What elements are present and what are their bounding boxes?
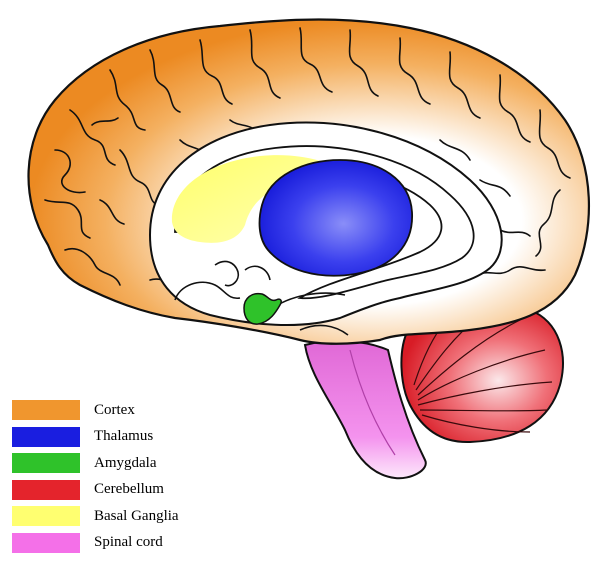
legend-swatch-amygdala (12, 453, 80, 473)
thalamus-shape (260, 160, 413, 276)
legend-item-amygdala: Amygdala (12, 450, 212, 477)
thalamus (260, 160, 413, 276)
legend-label: Amygdala (94, 455, 156, 472)
legend-label: Cerebellum (94, 481, 164, 498)
legend-item-cortex: Cortex (12, 397, 212, 424)
legend-swatch-cortex (12, 400, 80, 420)
legend-swatch-spinal-cord (12, 533, 80, 553)
legend-label: Thalamus (94, 428, 153, 445)
legend: Cortex Thalamus Amygdala Cerebellum Basa… (12, 397, 212, 556)
legend-item-spinal-cord: Spinal cord (12, 530, 212, 557)
legend-swatch-thalamus (12, 427, 80, 447)
legend-item-thalamus: Thalamus (12, 424, 212, 451)
legend-label: Spinal cord (94, 534, 163, 551)
legend-label: Basal Ganglia (94, 508, 179, 525)
legend-item-cerebellum: Cerebellum (12, 477, 212, 504)
legend-swatch-basal-ganglia (12, 506, 80, 526)
legend-swatch-cerebellum (12, 480, 80, 500)
legend-label: Cortex (94, 402, 135, 419)
legend-item-basal-ganglia: Basal Ganglia (12, 503, 212, 530)
